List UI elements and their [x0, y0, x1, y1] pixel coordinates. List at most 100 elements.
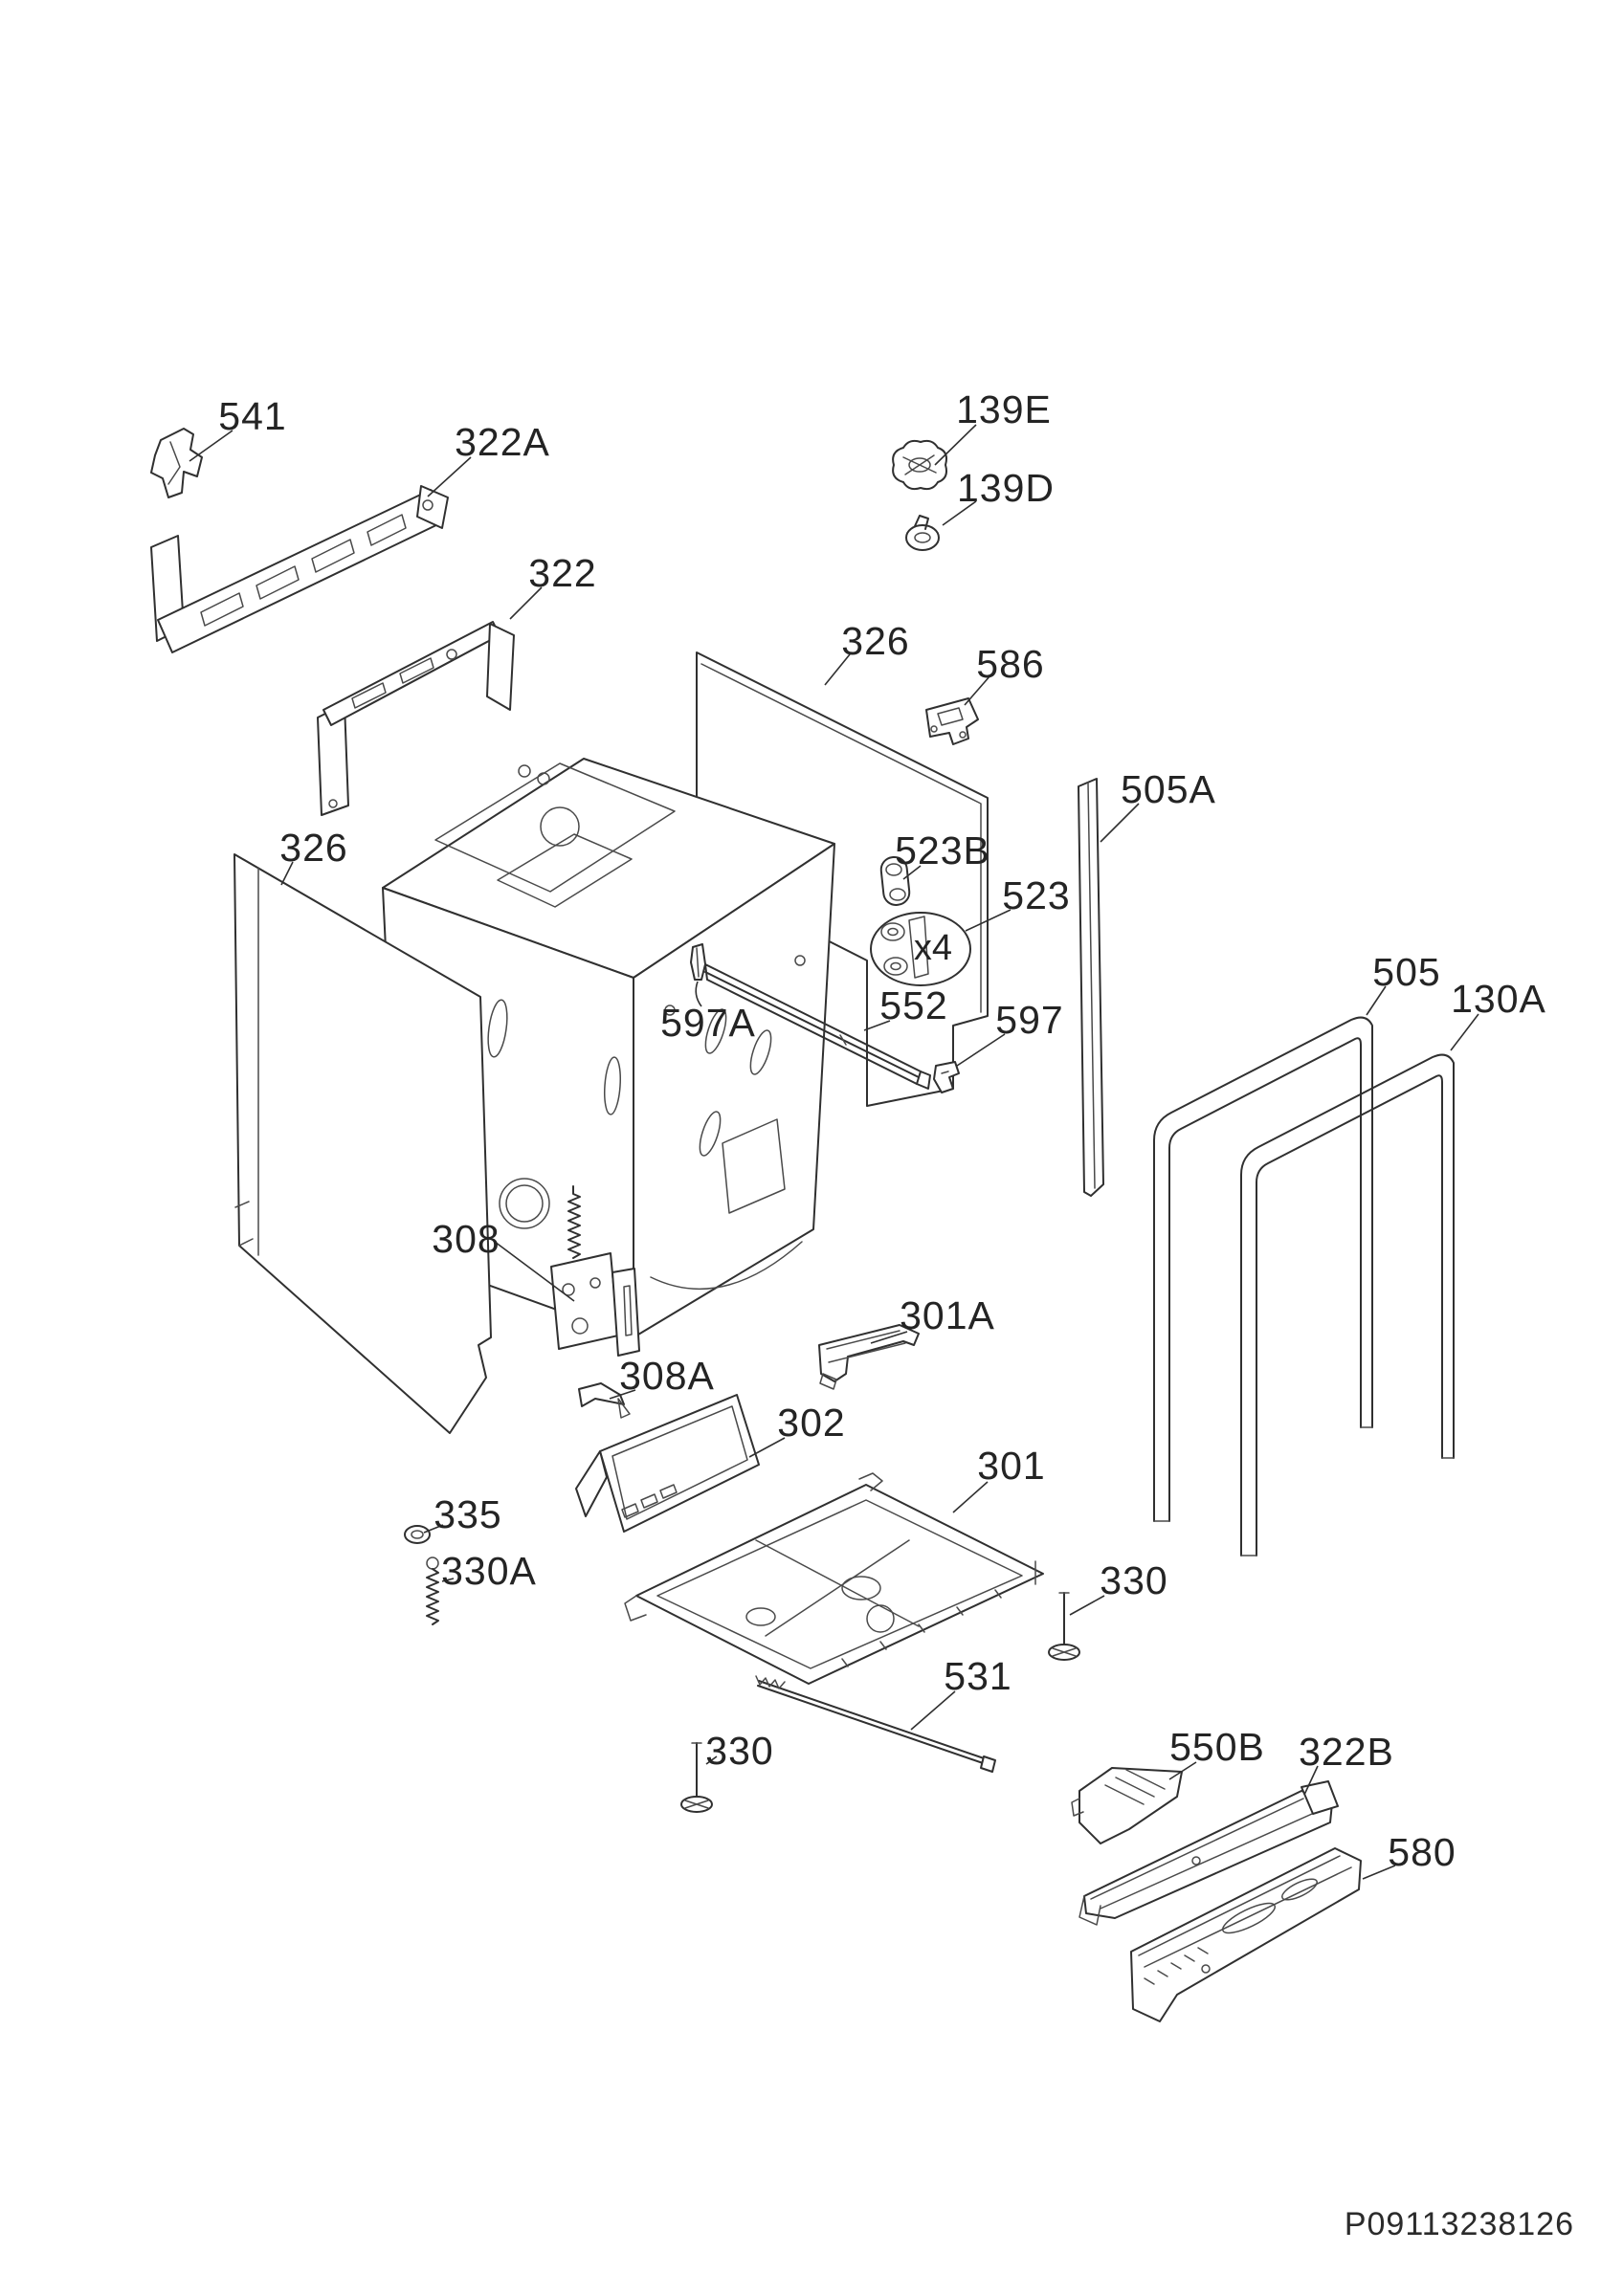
leader-322B [1303, 1765, 1319, 1796]
part-label-330-right: 330 [1100, 1558, 1167, 1602]
part-597-clip [933, 1061, 960, 1093]
part-308A-latch [578, 1382, 631, 1419]
leader-335 [423, 1524, 444, 1534]
part-330A-screw [426, 1556, 439, 1625]
part-302-frame [575, 1394, 760, 1533]
rod-531-endcap [980, 1755, 996, 1773]
leader-523 [965, 909, 1012, 932]
part-label-531: 531 [944, 1654, 1012, 1698]
part-label-139E: 139E [956, 387, 1052, 431]
leader-552 [863, 1020, 891, 1031]
tub-right-slot-1 [704, 1008, 727, 1054]
hinge-308-arm [611, 1268, 640, 1357]
clip-597-notch [941, 1071, 949, 1074]
part-label-322: 322 [528, 551, 596, 595]
part-130A-door-frame [1240, 1053, 1455, 1556]
hinge-308-hole-1 [562, 1283, 575, 1296]
latch-308A-tail [617, 1398, 631, 1419]
tub-left-slot [487, 999, 508, 1058]
part-586-bracket [925, 697, 979, 745]
leader-lines [189, 424, 1479, 1880]
bracket-322-slot-1 [351, 682, 387, 709]
part-label-308A: 308A [619, 1354, 715, 1398]
grommet-335-hole [411, 1530, 424, 1539]
part-label-550B: 550B [1169, 1725, 1265, 1769]
tray-301A-lines [826, 1330, 906, 1363]
tray-301A-foot [819, 1373, 837, 1390]
strip-552-lines [704, 963, 923, 1085]
part-label-330A: 330A [441, 1549, 537, 1593]
base-301-hole-1 [841, 1576, 881, 1601]
leader-586 [964, 674, 991, 706]
document-code: P09113238126 [1345, 2206, 1574, 2242]
clip-541-detail [167, 441, 181, 485]
part-label-335: 335 [434, 1492, 501, 1536]
part-552-strip [704, 963, 931, 1090]
frame-302-inner [611, 1405, 748, 1520]
leader-301 [952, 1481, 989, 1513]
leader-322A [427, 456, 472, 497]
leader-301A [870, 1331, 908, 1344]
panel-580-body [1130, 1847, 1362, 2022]
leader-308A [609, 1389, 636, 1400]
rotor-139E-hub [908, 457, 931, 473]
base-301-pump-seat [866, 1604, 895, 1633]
part-322B-rail [1078, 1780, 1339, 1926]
bushing-139D-body [905, 524, 940, 551]
bracket-322-slot-2 [399, 657, 434, 684]
part-label-541: 541 [218, 394, 286, 438]
frame-302-flange [575, 1450, 608, 1517]
leader-330-left [705, 1755, 718, 1765]
screw-330A-thread [426, 1568, 439, 1625]
part-308-hinge [550, 1185, 640, 1357]
bracket-322-rail [322, 621, 500, 726]
part-597A-pin [690, 943, 706, 981]
base-301-brace-2 [765, 1539, 910, 1637]
rod-531-shaft [757, 1680, 988, 1765]
tray-301A-body [818, 1324, 920, 1382]
rail-322A-slot-3 [311, 539, 355, 573]
tub-top-hole-2 [537, 772, 550, 785]
tub-right-hole-2 [794, 955, 806, 966]
strip-505A-line [1087, 782, 1096, 1189]
hinge-308-plate [550, 1252, 619, 1350]
frame-302-slots [621, 1484, 678, 1518]
clip-541-body [150, 428, 203, 498]
tub-sump-curve [650, 1241, 803, 1291]
rail-322B-hole [1191, 1856, 1201, 1866]
part-335-grommet [404, 1525, 431, 1544]
rail-322B-body [1083, 1790, 1333, 1919]
part-label-301A: 301A [900, 1293, 995, 1337]
part-523B-grommet [879, 855, 911, 906]
part-label-597A: 597A [660, 1001, 756, 1045]
hinge-308-arm-slot [623, 1285, 633, 1336]
leader-541 [189, 430, 233, 462]
frame-505-outer [1153, 1016, 1373, 1522]
panel-580-hole [1201, 1964, 1211, 1974]
leader-330-right [1069, 1595, 1105, 1616]
part-label-597: 597 [995, 998, 1063, 1042]
clip-597-body [933, 1061, 960, 1093]
base-301-teeth [841, 1589, 1002, 1667]
rod-531-coil [755, 1675, 786, 1689]
leader-302 [748, 1437, 786, 1458]
part-139E-rotor [892, 439, 947, 491]
rail-322A-hole [422, 499, 434, 511]
leader-308 [494, 1241, 575, 1302]
rail-322A-slot-1 [200, 592, 244, 627]
latch-308A-body [578, 1382, 625, 1407]
left-panel-step-2 [238, 1238, 254, 1247]
part-505A-strip [1078, 778, 1104, 1197]
tub-right-face [633, 843, 835, 1338]
grommet-335-body [404, 1525, 431, 1544]
part-label-586: 586 [976, 642, 1044, 686]
leader-505 [1366, 985, 1387, 1016]
grommet-plate-523 [908, 916, 929, 979]
tub-door-port-outer [499, 1178, 550, 1229]
rail-322B-foot [1078, 1895, 1101, 1926]
part-label-139D: 139D [957, 466, 1055, 510]
part-330-foot-right [1048, 1592, 1080, 1661]
part-label-302: 302 [777, 1401, 845, 1445]
